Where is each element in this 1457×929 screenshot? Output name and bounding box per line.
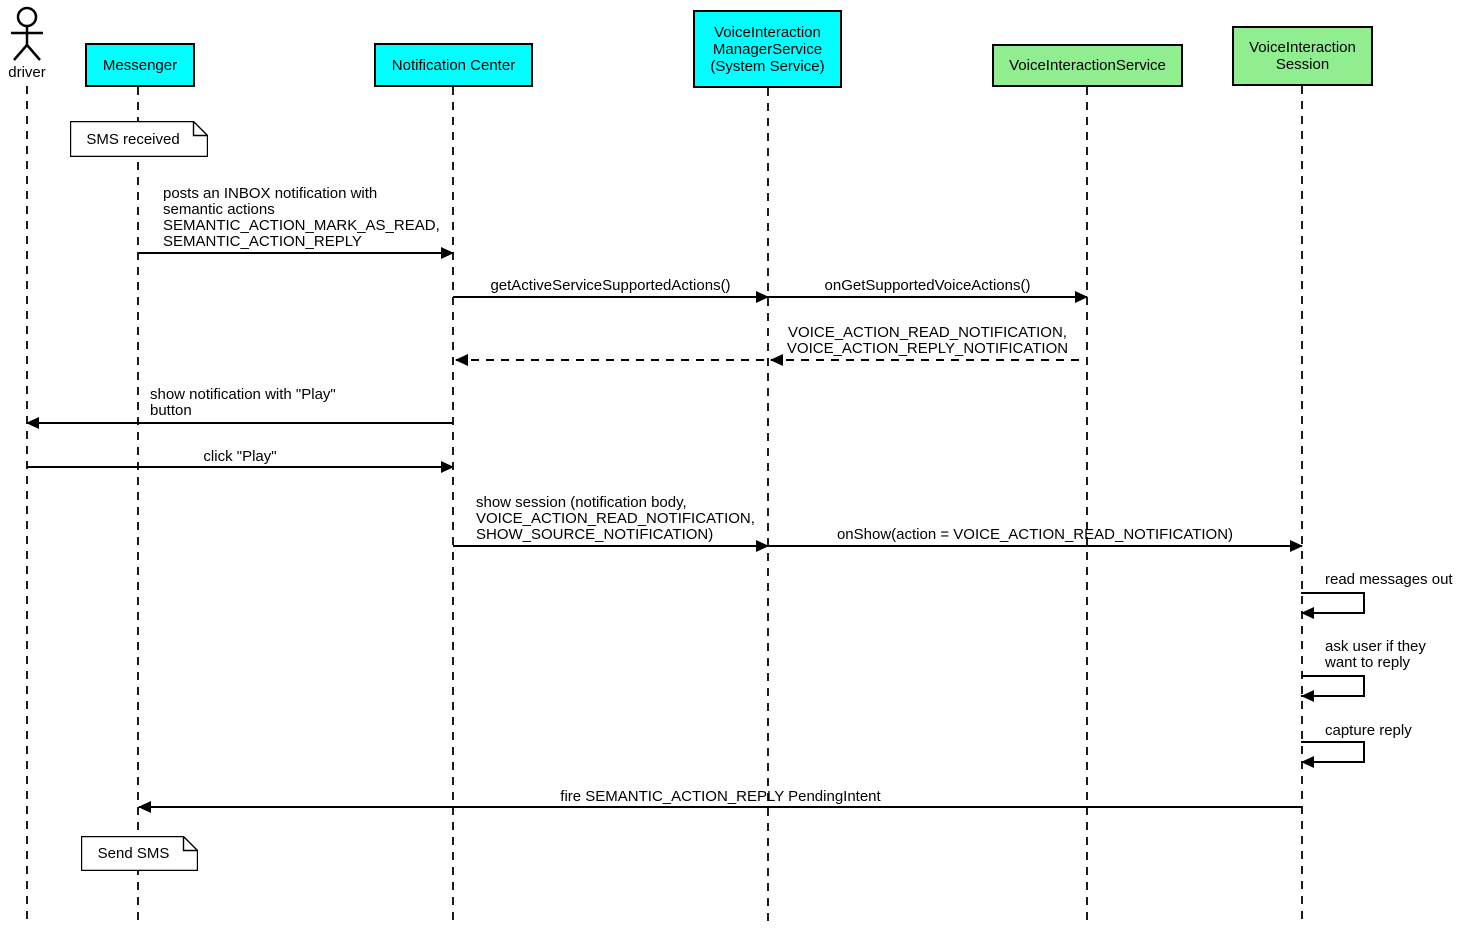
message-label: VOICE_ACTION_READ_NOTIFICATION, VOICE_AC… <box>786 324 1069 357</box>
participant-label: VoiceInteractionService <box>1009 57 1166 74</box>
message-arrow <box>26 417 453 429</box>
note-send-sms: Send SMS <box>81 836 198 871</box>
arrowhead-left-icon <box>138 801 151 813</box>
message-arrow <box>768 291 1088 303</box>
participant-voiceinteraction-managerservice: VoiceInteraction ManagerService (System … <box>693 10 842 88</box>
message-label: getActiveServiceSupportedActions() <box>490 277 731 294</box>
self-message-arrow <box>1301 675 1365 702</box>
note-label: Send SMS <box>97 845 170 862</box>
arrowhead-right-icon <box>441 247 454 259</box>
message-arrow <box>768 540 1303 552</box>
arrowhead-left-icon <box>1301 756 1314 768</box>
arrowhead-left-icon <box>770 354 783 366</box>
arrowhead-right-icon <box>1290 540 1303 552</box>
actor-icon <box>6 6 48 64</box>
message-arrow <box>139 247 454 259</box>
arrowhead-left-icon <box>1301 607 1314 619</box>
self-message-arrow <box>1301 592 1365 619</box>
message-arrow <box>138 801 1302 813</box>
participant-label: VoiceInteraction Session <box>1249 39 1356 73</box>
message-return-arrow <box>455 354 767 366</box>
arrowhead-right-icon <box>441 461 454 473</box>
participant-voiceinteractionservice: VoiceInteractionService <box>992 44 1183 87</box>
lifeline-voiceinteractionservice <box>1086 87 1088 925</box>
participant-label: VoiceInteraction ManagerService (System … <box>710 23 825 75</box>
arrowhead-left-icon <box>26 417 39 429</box>
actor-label: driver <box>8 64 46 81</box>
message-label: fire SEMANTIC_ACTION_REPLY PendingIntent <box>560 788 881 805</box>
message-arrow <box>27 461 454 473</box>
message-arrow <box>453 540 769 552</box>
arrowhead-left-icon <box>1301 690 1314 702</box>
lifeline-driver <box>26 86 28 925</box>
message-label: show notification with "Play" button <box>150 386 336 419</box>
arrowhead-right-icon <box>756 540 769 552</box>
note-shape-icon <box>81 836 198 871</box>
participant-notification-center: Notification Center <box>374 43 533 87</box>
participant-voiceinteractionsession: VoiceInteraction Session <box>1232 26 1373 86</box>
message-label: posts an INBOX notification with semanti… <box>163 185 440 250</box>
self-message-arrow <box>1301 741 1365 768</box>
note-shape-icon <box>70 121 208 157</box>
lifeline-messenger <box>137 87 139 925</box>
message-label: read messages out <box>1325 571 1453 588</box>
note-sms-received: SMS received <box>70 121 208 157</box>
lifeline-notification-center <box>452 87 454 925</box>
message-label: show session (notification body, VOICE_A… <box>476 494 755 543</box>
lifeline-voiceinteraction-managerservice <box>767 88 769 925</box>
participant-messenger: Messenger <box>85 43 195 87</box>
message-label: click "Play" <box>203 448 277 465</box>
participant-label: Messenger <box>102 56 178 74</box>
arrowhead-right-icon <box>1075 291 1088 303</box>
arrowhead-right-icon <box>756 291 769 303</box>
note-label: SMS received <box>86 130 180 148</box>
message-label: capture reply <box>1325 722 1412 739</box>
message-return-arrow <box>770 354 1086 366</box>
message-label: onShow(action = VOICE_ACTION_READ_NOTIFI… <box>836 526 1234 543</box>
arrowhead-left-icon <box>455 354 468 366</box>
participant-label: Notification Center <box>391 56 516 74</box>
message-arrow <box>453 291 769 303</box>
lifeline-voiceinteractionsession <box>1301 86 1303 925</box>
message-label: onGetSupportedVoiceActions() <box>824 277 1031 294</box>
message-label: ask user if they want to reply <box>1325 638 1426 671</box>
